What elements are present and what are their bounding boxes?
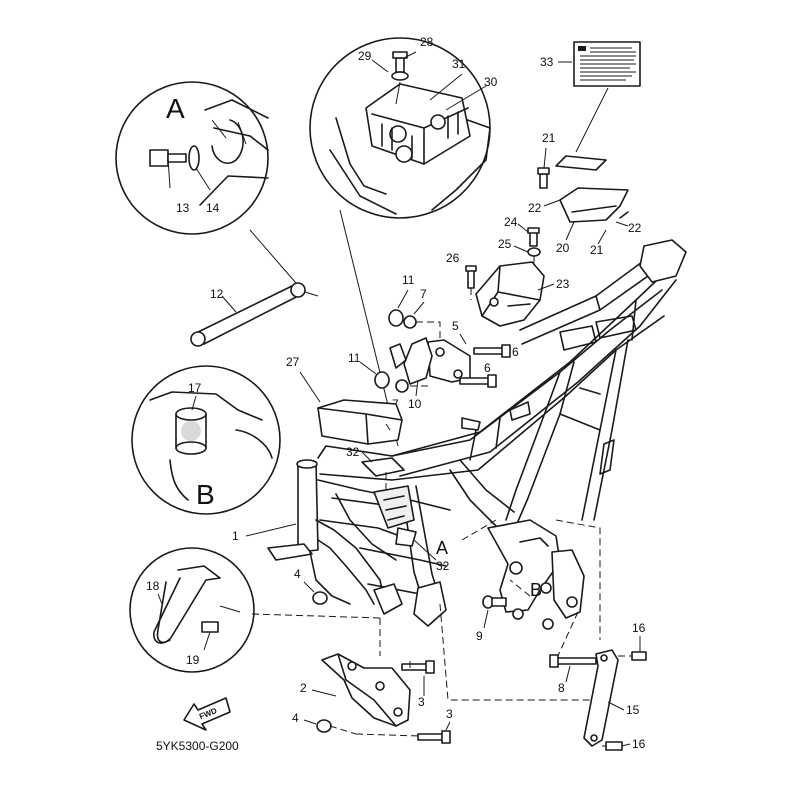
bolt-24	[529, 231, 538, 247]
seat-bracket-20	[537, 167, 629, 223]
callout-33: 33	[540, 55, 554, 69]
callout-31: 31	[452, 57, 466, 71]
callout-29: 29	[358, 49, 372, 63]
callout-9: 9	[476, 629, 483, 643]
callout-27: 27	[286, 355, 300, 369]
washer-7-lower	[395, 379, 409, 393]
bracket-5	[427, 339, 471, 383]
callout-8: 8	[558, 681, 565, 695]
detail-a-label: A	[166, 93, 185, 124]
bolt-21-upper	[539, 173, 548, 189]
callout-6-upper: 6	[512, 345, 519, 359]
bolt-26	[467, 269, 475, 289]
callout-21-lower: 21	[590, 243, 604, 257]
bracket-10	[389, 337, 433, 385]
bracket-23	[475, 261, 545, 327]
nut-16-lower	[605, 741, 623, 751]
collar-29	[391, 71, 409, 81]
callout-25: 25	[498, 237, 512, 251]
callout-2: 2	[300, 681, 307, 695]
callout-21-upper: 21	[542, 131, 556, 145]
battery-box-27	[317, 399, 403, 445]
callout-16-upper: 16	[632, 621, 646, 635]
bolts-3	[401, 660, 451, 744]
callout-11-lower: 11	[348, 351, 361, 365]
callout-3-upper: 3	[418, 695, 425, 709]
callout-4-lower: 4	[292, 711, 299, 725]
callout-17: 17	[188, 381, 202, 395]
callout-20: 20	[556, 241, 570, 255]
bolt-13-shank	[167, 153, 187, 163]
callout-13: 13	[176, 201, 190, 215]
bolt-28	[395, 57, 405, 73]
callout-24: 24	[504, 215, 518, 229]
callout-22-right: 22	[628, 221, 642, 235]
fwd-arrow-icon	[183, 697, 231, 731]
callout-11-upper: 11	[402, 273, 415, 287]
callout-14: 14	[206, 201, 220, 215]
callout-19: 19	[186, 653, 200, 667]
detail-box-circle	[309, 37, 491, 219]
detail-clamp-circle	[129, 547, 255, 673]
callout-23: 23	[556, 277, 570, 291]
callout-30: 30	[484, 75, 498, 89]
bolt-13-head	[149, 149, 169, 167]
callout-1: 1	[232, 529, 239, 543]
callout-28: 28	[420, 35, 434, 49]
callout-3-lower: 3	[446, 707, 453, 721]
label-position-mark	[555, 155, 607, 171]
collar-11-lower	[374, 371, 390, 389]
main-frame-1	[267, 239, 687, 630]
callout-7-upper: 7	[420, 287, 427, 301]
nut-16-upper	[631, 651, 647, 661]
callout-4-upper: 4	[294, 567, 301, 581]
detail-a-circle	[115, 81, 269, 235]
callout-22-left: 22	[528, 201, 542, 215]
callout-5: 5	[452, 319, 459, 333]
callout-16-lower: 16	[632, 737, 646, 751]
callout-18: 18	[146, 579, 160, 593]
bolts-6	[459, 344, 511, 388]
washer-7-upper	[403, 315, 417, 329]
frame-label-a: A	[436, 538, 448, 558]
callout-15: 15	[626, 703, 640, 717]
callout-10: 10	[408, 397, 422, 411]
frame-label-b: B	[530, 580, 542, 600]
callout-26: 26	[446, 251, 460, 265]
detail-a-leader	[249, 229, 303, 291]
detail-b-circle	[131, 365, 281, 515]
washer-14	[188, 145, 200, 171]
bolt-8	[555, 657, 597, 665]
nut-4-upper	[312, 591, 328, 605]
caution-label-33	[573, 41, 641, 87]
nut-25	[527, 247, 541, 257]
nut-4-lower	[316, 719, 332, 733]
detail-b-label: B	[196, 479, 215, 510]
callout-32-lower: 32	[436, 559, 450, 573]
drawing-code: 5YK5300-G200	[156, 739, 239, 753]
callout-12: 12	[210, 287, 224, 301]
part-12-tension-rod	[190, 282, 319, 347]
bolt-19	[201, 621, 219, 633]
callout-32-upper: 32	[346, 445, 360, 459]
stay-15	[583, 649, 619, 747]
collar-11-upper	[388, 309, 404, 327]
callout-6-lower: 6	[484, 361, 491, 375]
engine-bracket-2	[321, 653, 411, 727]
